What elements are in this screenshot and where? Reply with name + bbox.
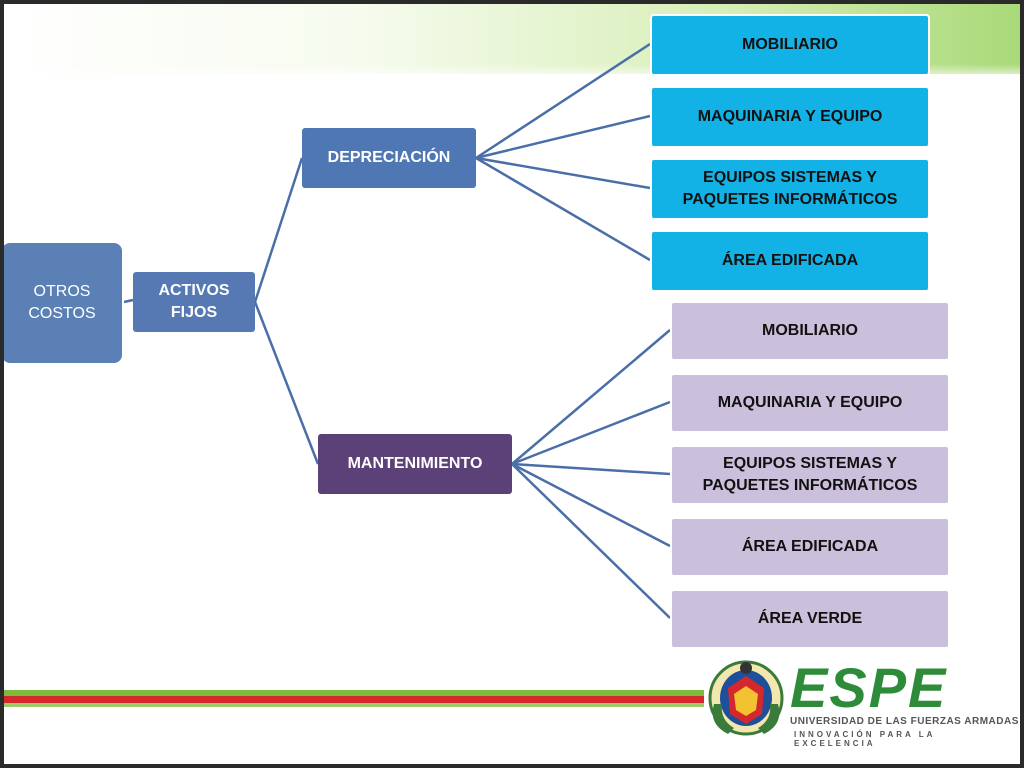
connector-man-3 (511, 462, 671, 476)
connector-man-4 (511, 462, 671, 548)
connector-dep-3 (475, 156, 651, 190)
footer-stripe-green-light (4, 703, 704, 707)
brand-name: ESPE (790, 656, 948, 719)
slide: OTROS COSTOS ACTIVOS FIJOS DEPRECIACIÓN … (4, 4, 1020, 764)
connector-root-activos (123, 298, 134, 304)
dep-item-mobiliario: MOBILIARIO (650, 14, 930, 76)
connector-lines (123, 42, 671, 619)
dep-item-area-edificada: ÁREA EDIFICADA (650, 230, 930, 292)
man-item-mobiliario: MOBILIARIO (670, 301, 950, 361)
espe-crest-icon (708, 660, 784, 736)
node-activos-fijos: ACTIVOS FIJOS (133, 272, 255, 332)
man-item-equipos-sistemas: EQUIPOS SISTEMAS Y PAQUETES INFORMÁTICOS (670, 445, 950, 505)
connector-activos-depreciacion (253, 157, 304, 303)
connector-activos-mantenimiento (253, 301, 320, 465)
man-item-area-edificada: ÁREA EDIFICADA (670, 517, 950, 577)
footer-stripe-red (4, 696, 704, 703)
connector-dep-2 (475, 114, 651, 160)
dep-item-maquinaria: MAQUINARIA Y EQUIPO (650, 86, 930, 148)
brand-subtitle: UNIVERSIDAD DE LAS FUERZAS ARMADAS (790, 716, 1019, 727)
man-item-area-verde: ÁREA VERDE (670, 589, 950, 649)
connector-dep-4 (475, 156, 651, 262)
dep-item-equipos-sistemas: EQUIPOS SISTEMAS Y PAQUETES INFORMÁTICOS (650, 158, 930, 220)
connector-man-5 (511, 463, 671, 619)
node-mantenimiento: MANTENIMIENTO (318, 434, 512, 494)
connector-man-2 (511, 400, 671, 466)
connector-man-1 (511, 329, 671, 465)
man-item-maquinaria: MAQUINARIA Y EQUIPO (670, 373, 950, 433)
node-depreciacion: DEPRECIACIÓN (302, 128, 476, 188)
footer-stripe-green (4, 690, 704, 696)
connector-dep-1 (475, 42, 651, 160)
node-otros-costos: OTROS COSTOS (4, 241, 124, 365)
brand-tagline: INNOVACIÓN PARA LA EXCELENCIA (794, 730, 936, 748)
